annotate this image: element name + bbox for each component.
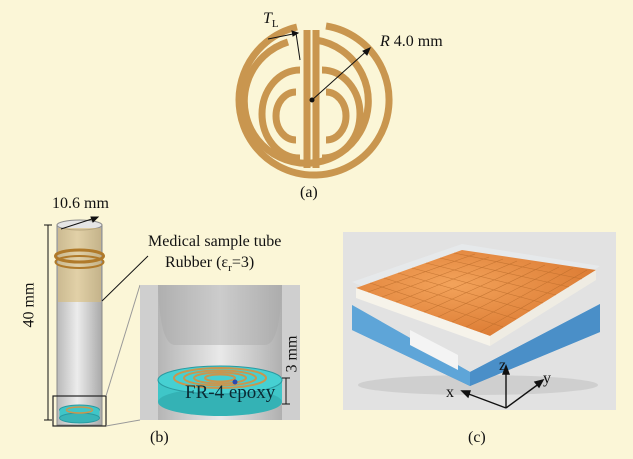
tube-height-dimension bbox=[44, 224, 52, 421]
axis-z-label: z bbox=[499, 357, 507, 374]
caption-b: (b) bbox=[150, 429, 169, 446]
tube-height-label: 40 mm bbox=[20, 282, 38, 328]
radius-symbol: R bbox=[380, 33, 390, 50]
axis-x-label: x bbox=[446, 384, 454, 401]
zoom-view bbox=[140, 285, 300, 420]
tube-width-label: 10.6 mm bbox=[52, 195, 109, 212]
radius-label: R 4.0 mm bbox=[380, 33, 443, 50]
tube-width-dimension bbox=[60, 216, 100, 230]
sample-tube bbox=[52, 219, 107, 427]
tl-dimension bbox=[267, 30, 301, 61]
rubber-leader-line bbox=[101, 255, 149, 302]
rubber-label: Rubber (εr=3) bbox=[165, 254, 255, 275]
tl-label: TL bbox=[263, 10, 279, 31]
rack-photo bbox=[343, 232, 616, 410]
substrate-label: FR-4 epoxy bbox=[185, 382, 276, 403]
zoom-connector bbox=[105, 284, 141, 427]
thickness-label: 3 mm bbox=[283, 335, 301, 373]
thickness-dimension bbox=[282, 377, 290, 405]
axis-y-label: y bbox=[543, 370, 551, 387]
caption-c: (c) bbox=[468, 429, 486, 446]
caption-a: (a) bbox=[300, 184, 318, 201]
tube-label: Medical sample tube bbox=[148, 233, 282, 250]
antenna-pattern bbox=[235, 22, 393, 179]
coordinate-axes bbox=[460, 364, 545, 409]
radius-dimension bbox=[309, 47, 371, 103]
